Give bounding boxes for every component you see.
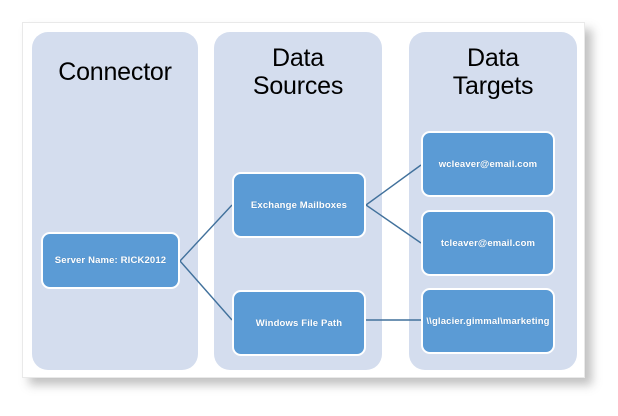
node-target-wcleaver-label: wcleaver@email.com [438,158,538,170]
node-windows-file-path-label: Windows File Path [255,317,343,329]
column-connector: Connector [32,32,198,370]
node-server-name[interactable]: Server Name: RICK2012 [41,232,180,289]
column-title-data-sources: Data Sources [252,44,344,100]
column-title-data-targets: Data Targets [452,44,534,100]
node-server-name-label: Server Name: RICK2012 [54,255,167,266]
node-target-wcleaver[interactable]: wcleaver@email.com [421,131,555,197]
node-target-tcleaver-label: tcleaver@email.com [440,237,536,249]
node-windows-file-path[interactable]: Windows File Path [232,290,366,356]
node-exchange-mailboxes[interactable]: Exchange Mailboxes [232,172,366,238]
node-target-marketing-share[interactable]: \\glacier.gimmal\marketing [421,288,555,354]
node-target-marketing-share-label: \\glacier.gimmal\marketing [426,315,550,327]
column-title-connector: Connector [58,58,172,86]
node-target-tcleaver[interactable]: tcleaver@email.com [421,210,555,276]
node-exchange-mailboxes-label: Exchange Mailboxes [250,199,348,211]
